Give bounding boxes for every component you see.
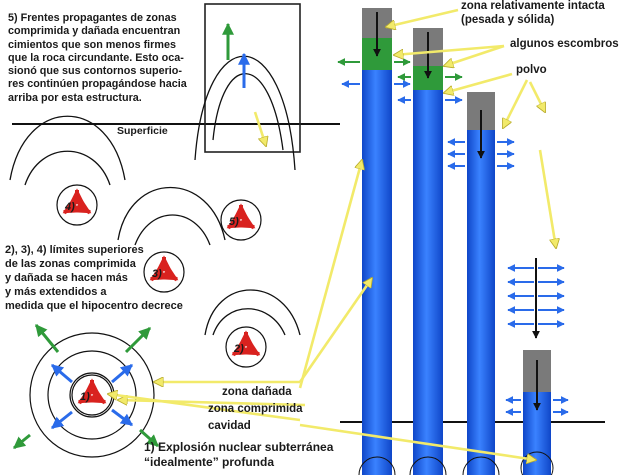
column-hypocenters	[358, 451, 554, 475]
explosion-arrow	[226, 213, 245, 230]
front-arc-2-outer	[204, 289, 301, 336]
hypocenter-marker: 4)	[56, 184, 98, 226]
note-step-5-line: que la roca circundante. Esto oca-	[8, 51, 184, 64]
note-step-234-line: medida que el hipocentro decrece	[5, 300, 183, 312]
note-step-234-line: 2), 3), 4) límites superiores	[5, 244, 144, 256]
front-arc-4-inner	[24, 150, 111, 186]
intact-zone-line: (pesada y sólida)	[461, 13, 555, 26]
note-step-234: 2), 3), 4) límites superiores de las zon…	[5, 243, 183, 313]
hypocenter-number: 3)	[152, 268, 162, 280]
note-step-234-line: y más extendidos a	[5, 286, 107, 298]
note-step-5-line: sionó que sus contornos superio-	[8, 65, 182, 78]
explosion-arrow	[160, 265, 179, 282]
cavity-label: cavidad	[208, 420, 251, 432]
intact-zone-label: zona relativamente intacta (pesada y sól…	[461, 0, 605, 27]
note-step-5-line: comprimida y dañada encuentran	[8, 25, 181, 38]
explosion-arrow	[242, 340, 261, 357]
side-arrows	[337, 58, 569, 416]
hypocenter-marker: 5)	[220, 199, 262, 241]
note-step-234-line: de las zonas comprimida	[5, 258, 136, 270]
debris-label: algunos escombros	[510, 38, 619, 50]
hypocenter-number: 1)	[80, 391, 90, 403]
note-step-5-line: arriba por esta estructura.	[8, 91, 142, 104]
hypocenter-number: 4)	[64, 201, 75, 213]
hypocenter-marker: 2)	[225, 326, 267, 368]
note-step-234-line: y dañada se hacen más	[5, 272, 128, 284]
explosion-1-outward-arrows	[13, 324, 159, 450]
explosion-arrow	[73, 198, 92, 215]
explosion-arrow	[62, 198, 81, 215]
propagating-fronts	[9, 55, 301, 336]
column-1	[362, 8, 392, 475]
callout-arrows	[108, 8, 556, 460]
note-step-5-line: res continúen propagándose hacia	[8, 78, 187, 91]
front-arc-5-inner	[212, 73, 284, 151]
note-step-1-line: “idealmente” profunda	[144, 455, 275, 469]
explosion-arrow	[77, 388, 96, 405]
explosion-arrow	[237, 213, 256, 230]
front-arc-3-outer	[117, 187, 226, 241]
compressed-zone-label: zona comprimida	[208, 403, 303, 415]
column-3	[467, 92, 495, 475]
explosion-arrow	[149, 265, 168, 282]
note-step-1-line: 1) Explosión nuclear subterránea	[144, 440, 334, 454]
damaged-zone-label: zona dañada	[222, 386, 292, 398]
note-step-5: 5) Frentes propagantes de zonas comprimi…	[8, 12, 187, 105]
weak-foundation-box	[204, 3, 301, 153]
hypocenter-markers: 1) 2) 3) 4) 5)	[56, 184, 267, 416]
explosion-arrow	[231, 340, 250, 357]
note-step-5-line: 5) Frentes propagantes de zonas	[8, 12, 177, 24]
hypocenter-number: 2)	[233, 343, 244, 355]
column-4	[523, 350, 551, 475]
hypocenter-number: 5)	[229, 216, 239, 228]
hypocenter-marker: 1)	[71, 374, 113, 416]
surface-label: Superficie	[117, 125, 168, 137]
dust-label: polvo	[516, 64, 547, 76]
intact-zone-line: zona relativamente intacta	[461, 0, 605, 12]
front-arc-2-inner	[212, 308, 286, 336]
hypocenter-marker: 3)	[143, 251, 185, 293]
note-step-5-line: cimientos que son menos firmes	[8, 38, 176, 51]
front-arc-3-inner	[134, 214, 211, 246]
note-step-1: 1) Explosión nuclear subterránea “idealm…	[144, 440, 333, 470]
front-arc-4-outer	[9, 115, 126, 181]
column-2	[413, 28, 443, 475]
explosion-arrow	[88, 388, 107, 405]
